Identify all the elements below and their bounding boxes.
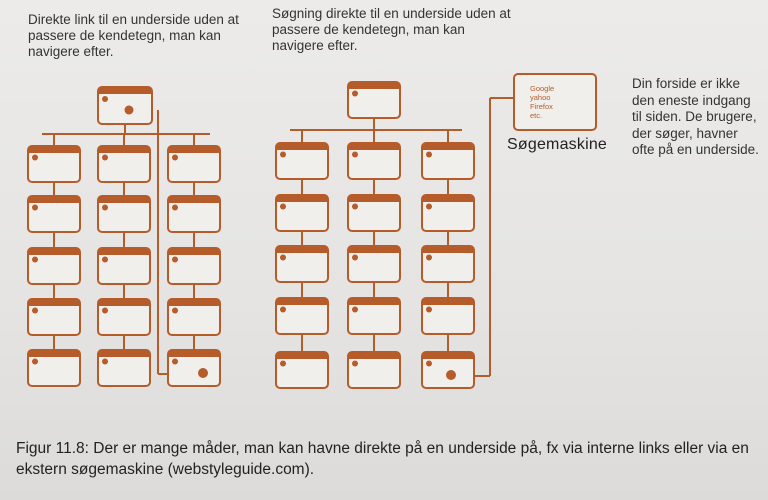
mid-page-c1-r5 xyxy=(275,351,329,389)
figure-caption: Figur 11.8: Der er mange måder, man kan … xyxy=(16,440,749,478)
mid-page-c1-r3 xyxy=(275,245,329,283)
mid-page-c2-r2 xyxy=(347,194,401,232)
mid-page-c2-r3 xyxy=(347,245,401,283)
middle-home-page-icon xyxy=(347,81,401,119)
left-page-c1-r4 xyxy=(27,298,81,336)
right-side-note: Din forside er ikke den eneste indgang t… xyxy=(632,76,759,157)
left-page-c2-r3 xyxy=(97,247,151,285)
left-tree-connectors xyxy=(42,110,210,375)
search-engine-label: Søgemaskine xyxy=(507,136,608,153)
search-engine-item: Google xyxy=(530,84,554,93)
mid-page-c3-r2 xyxy=(421,194,475,232)
site-structure-diagram: Google yahoo Firefox etc. xyxy=(27,73,597,389)
left-page-c2-r4 xyxy=(97,298,151,336)
left-page-c1-r3 xyxy=(27,247,81,285)
left-page-c1-r1 xyxy=(27,145,81,183)
left-page-c2-r1 xyxy=(97,145,151,183)
mid-page-c1-r4 xyxy=(275,297,329,335)
mid-page-c3-r1 xyxy=(421,142,475,180)
left-page-c3-r2 xyxy=(167,195,221,233)
search-engine-item: yahoo xyxy=(530,93,550,102)
middle-tree xyxy=(275,81,514,389)
search-engine-item: Firefox xyxy=(530,102,553,111)
left-page-c3-r3 xyxy=(167,247,221,285)
mid-page-c1-r1 xyxy=(275,142,329,180)
left-diagram-description: Direkte link til en underside uden at pa… xyxy=(28,12,239,59)
left-home-page-icon xyxy=(97,86,153,125)
mid-page-c2-r4 xyxy=(347,297,401,335)
left-page-c2-r2 xyxy=(97,195,151,233)
left-page-c3-r1 xyxy=(167,145,221,183)
left-target-page-icon xyxy=(167,349,221,387)
mid-page-c3-r4 xyxy=(421,297,475,335)
mid-page-c2-r1 xyxy=(347,142,401,180)
mid-page-c2-r5 xyxy=(347,351,401,389)
left-page-c1-r5 xyxy=(27,349,81,387)
search-engine-box: Google yahoo Firefox etc. xyxy=(513,73,597,131)
left-page-c3-r4 xyxy=(167,298,221,336)
left-tree xyxy=(27,86,221,387)
left-page-c2-r5 xyxy=(97,349,151,387)
mid-page-c3-r3 xyxy=(421,245,475,283)
middle-target-page-icon xyxy=(421,351,475,389)
mid-page-c1-r2 xyxy=(275,194,329,232)
search-engine-item: etc. xyxy=(530,111,542,120)
middle-diagram-description: Søgning direkte til en underside uden at… xyxy=(272,6,511,53)
left-page-c1-r2 xyxy=(27,195,81,233)
